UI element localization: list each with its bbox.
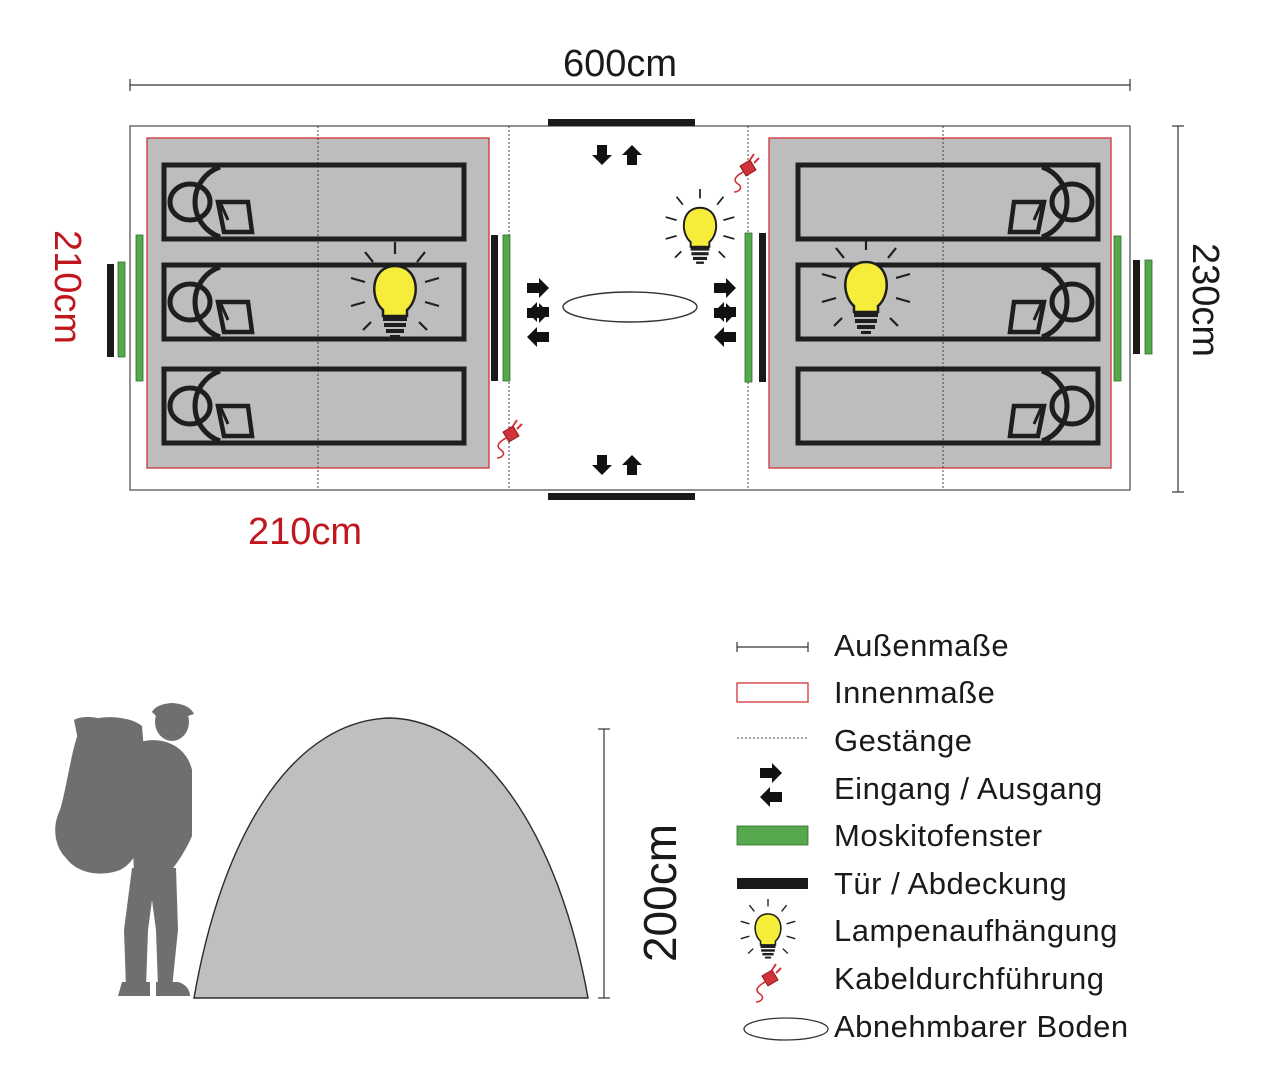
ellipse-icon	[743, 1017, 829, 1041]
height-dimension: 200cm	[598, 728, 686, 999]
floor-plan	[107, 119, 1153, 500]
total-width-dimension: 230cm	[1172, 125, 1226, 493]
legend-label-entrance: Eingang / Ausgang	[834, 771, 1103, 806]
dimension-line-icon	[736, 642, 809, 652]
legend-label-outer-dimensions: Außenmaße	[834, 628, 1009, 663]
entrance-arrows-icon	[760, 763, 782, 807]
total-length-dimension: 600cm	[129, 43, 1131, 91]
legend-label-door: Tür / Abdeckung	[834, 866, 1067, 901]
person-silhouette	[55, 703, 194, 996]
cabin-depth-label: 210cm	[46, 230, 88, 344]
cabin-length-dimension: 210cm	[248, 511, 362, 553]
legend-label-detachable-floor: Abnehmbarer Boden	[834, 1009, 1129, 1044]
legend-label-mosquito-window: Moskitofenster	[834, 818, 1043, 853]
total-length-label: 600cm	[563, 43, 677, 85]
lightbulb-icon	[739, 898, 797, 960]
legend-label-poles: Gestänge	[834, 723, 972, 758]
mosquito-windows	[117, 232, 1153, 383]
green-bar-icon	[736, 825, 809, 846]
legend: Außenmaße Innenmaße Gestänge Eingang / A…	[736, 628, 1129, 1044]
legend-label-lamp-hanger: Lampenaufhängung	[834, 913, 1118, 948]
tent-dome-side-view	[193, 717, 589, 999]
cabin-length-label: 210cm	[248, 511, 362, 553]
total-width-label: 230cm	[1184, 243, 1226, 357]
red-rectangle-icon	[736, 682, 809, 703]
legend-label-inner-dimensions: Innenmaße	[834, 675, 995, 710]
detachable-floor-ellipse	[562, 291, 698, 323]
height-label: 200cm	[634, 824, 686, 962]
cable-plug-icon	[755, 963, 782, 1003]
doors	[107, 119, 1140, 500]
cabin-depth-dimension: 210cm	[46, 230, 88, 344]
black-bar-icon	[737, 878, 808, 889]
legend-label-cable-passthrough: Kabeldurchführung	[834, 961, 1104, 996]
